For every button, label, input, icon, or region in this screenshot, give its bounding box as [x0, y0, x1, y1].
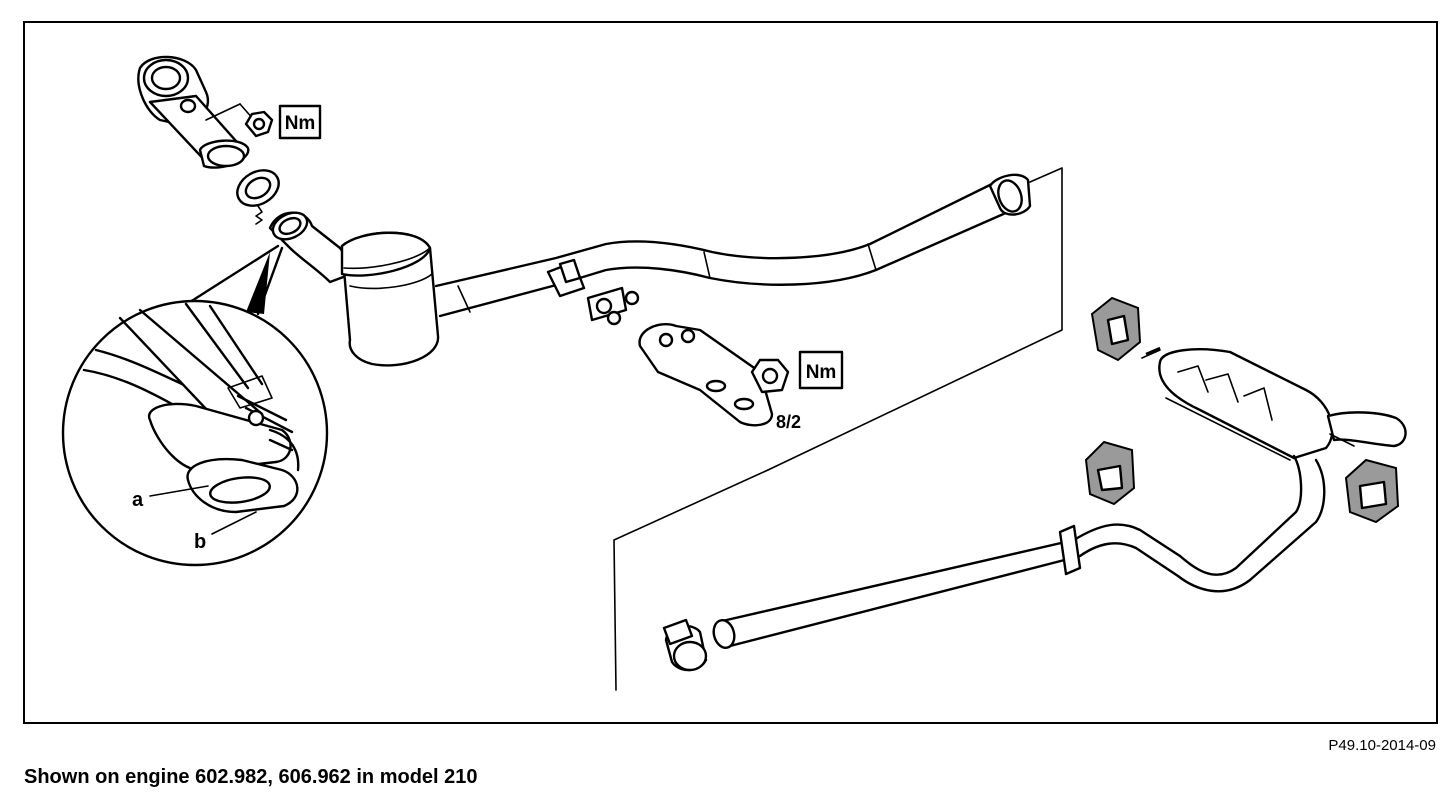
rear-silencer	[1141, 346, 1407, 461]
diagram-frame	[23, 21, 1438, 724]
intermediate-pipe	[434, 173, 1032, 318]
lower-perspective-plane	[613, 469, 769, 691]
rear-pipe	[712, 454, 1326, 649]
detail-label-a: a	[132, 489, 144, 511]
detail-leader-wedge	[246, 252, 270, 314]
detail-view	[61, 299, 329, 567]
mounting-strap	[638, 323, 774, 427]
torque-callout-2: Nm	[798, 350, 844, 390]
detail-a-leader	[149, 485, 209, 497]
rubber-mount-1	[1090, 296, 1142, 362]
manifold-nut	[244, 110, 274, 138]
pipe-hanger	[546, 258, 586, 298]
detail-b-leader	[211, 511, 257, 535]
front-pipe-elbow	[268, 211, 349, 284]
detail-leader-1	[188, 244, 280, 304]
rubber-mount-2	[1084, 440, 1136, 506]
strap-nut	[750, 358, 790, 394]
seal-ring	[236, 169, 280, 207]
figure-reference: P49.10-2014-09	[1328, 737, 1436, 754]
torque-callout-1: Nm	[278, 104, 322, 140]
catalytic-converter	[340, 231, 440, 367]
part-ref-label: 8/2	[776, 412, 801, 432]
torque-label-2: Nm	[806, 362, 837, 383]
spring-clip	[255, 205, 263, 225]
torque-label-1: Nm	[285, 113, 316, 134]
diagram-caption: Shown on engine 602.982, 606.962 in mode…	[24, 766, 478, 788]
upper-perspective-plane	[767, 167, 1063, 471]
manifold-flange	[137, 55, 255, 169]
detail-label-b: b	[194, 531, 206, 553]
clamp-bracket	[586, 286, 640, 326]
end-clamp	[662, 618, 708, 672]
rubber-mount-3	[1344, 458, 1400, 524]
